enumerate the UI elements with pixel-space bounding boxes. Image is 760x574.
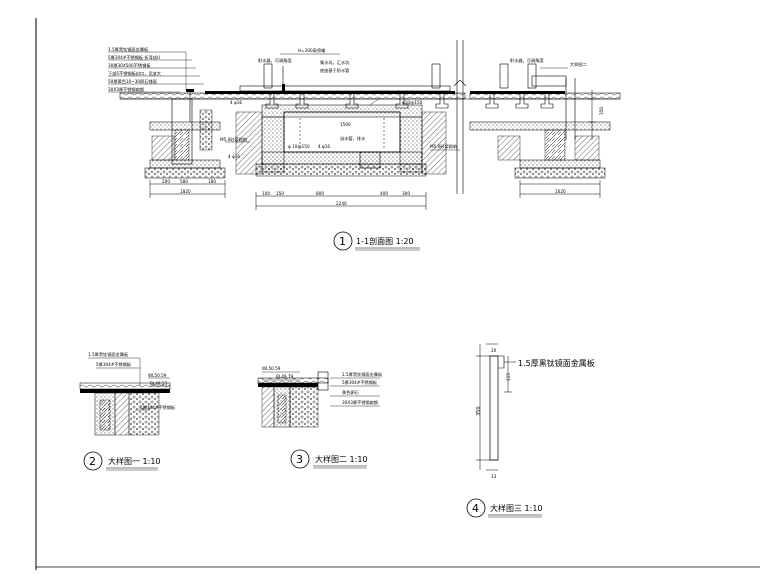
detail2-caption-circle — [83, 451, 103, 471]
main-label-right-callout: 大样图二 — [570, 61, 587, 68]
main-caption-circle — [333, 231, 353, 251]
detail4-label: 1.5厚黑钛镜面金属板 — [518, 358, 595, 368]
dim-1620: 1620 — [555, 189, 566, 194]
main-label-layer3: 30厚30X500不锈钢板 — [108, 62, 151, 69]
main-label-layer6: 30X3厚不锈钢扁钢 — [108, 86, 144, 93]
detail2-caption-number: 2 — [89, 455, 96, 468]
main-label-lamp-right: 射水器，可调角度 — [510, 57, 544, 64]
main-label-span: 1500 — [340, 122, 351, 127]
dim-800: 800 — [316, 191, 324, 196]
detail4-dim-bottom: 13 — [491, 474, 497, 479]
detail3-caption-text: 大样图二 1:10 — [315, 454, 368, 464]
dim-180: 180 — [208, 179, 216, 184]
detail2-label-e: 5厚304#不锈钢板 — [140, 404, 176, 411]
dim-1820: 1820 — [180, 189, 191, 194]
main-label-elev-left: WL50.59 — [372, 90, 391, 95]
dim-580: 580 — [180, 179, 188, 184]
detail3-caption-circle — [290, 449, 310, 469]
main-label-layer4: 下部5不锈钢板封口，见放大 — [108, 70, 161, 77]
main-section-drawing: 1.5厚黑钛镜面金属板 5厚304#不锈钢板 折弯成U 30厚30X500不锈钢… — [108, 40, 621, 251]
dim-2240: 2240 — [336, 201, 347, 206]
dim-400: 400 — [380, 191, 388, 196]
main-label-h: H=300高喷嘴 — [298, 47, 326, 54]
dim-100: 100 — [262, 191, 270, 196]
detail2-label-c: WL50.59 — [148, 373, 167, 378]
main-caption-text: 1-1剖面图 1:20 — [356, 236, 414, 246]
detail3-label-a: WL50.59 — [262, 366, 281, 371]
detail4-caption-circle — [466, 498, 486, 518]
main-label-bar-bottom: 4 φ16 — [228, 154, 240, 159]
detail2-label-b: 5厚304#不锈钢板 — [96, 361, 132, 368]
dim-150: 150 — [276, 191, 284, 196]
main-label-rebar1: 4 φ16 — [230, 100, 242, 105]
main-label-layer1: 1.5厚黑钛镜面金属板 — [108, 46, 149, 53]
detail4-dim-top: 20 — [491, 348, 497, 353]
main-label-rebar4: φ10@150 — [402, 100, 423, 105]
main-label-pump2: 底座基于防水管 — [320, 67, 349, 74]
main-label-rebar3: 4 φ16 — [318, 144, 330, 149]
main-label-layer5: 50厚黄色10~30卵石铺面 — [108, 78, 157, 85]
detail4-caption-number: 4 — [472, 502, 479, 515]
detail4-caption-text: 大样图三 1:10 — [490, 503, 543, 513]
main-caption-number: 1 — [339, 235, 346, 248]
detail3-caption-number: 3 — [296, 453, 303, 466]
dim-350: 350 — [599, 107, 604, 115]
main-label-elev-right: BL49.53 — [398, 90, 416, 95]
main-label-overflow: 溢水管，排水 — [340, 135, 366, 142]
detail3-label-e: 30X3厚不锈钢扁钢 — [342, 399, 378, 406]
main-label-lamp: 射水器，可调角度 — [258, 57, 292, 64]
detail3-label-d: 5厚304#不锈钢板 — [342, 379, 378, 386]
detail2-caption-text: 大样图一 1:10 — [108, 456, 161, 466]
main-label-rebar2: φ 10@150 — [288, 144, 310, 149]
detail-3-drawing: WL50.59 BL49.79 1.5厚黑钛镜面金属板 5厚304#不锈钢板 3… — [257, 366, 383, 469]
detail2-label-d: BL49.53 — [150, 381, 168, 386]
detail4-dim-total: 350 — [476, 406, 482, 416]
detail-2-drawing: 1.5厚黑钛镜面金属板 5厚304#不锈钢板 WL50.59 BL49.53 5… — [79, 351, 176, 471]
detail4-dim-mid: 115 — [506, 373, 511, 381]
main-label-mortar-left: M5.0砂浆砌筑 — [220, 136, 248, 143]
main-label-mortar-right: M5.0砂浆砌筑 — [430, 143, 458, 150]
dim-300: 300 — [402, 191, 410, 196]
main-label-layer2: 5厚304#不锈钢板 折弯成U — [108, 54, 160, 61]
detail2-label-a: 1.5厚黑钛镜面金属板 — [88, 351, 129, 358]
main-label-pump: 集水坑，汇水坑 — [320, 59, 350, 66]
detail3-label-b: BL49.79 — [276, 374, 294, 379]
detail-4-drawing: 20 350 115 13 1.5厚黑钛镜面金属板 4 大样图三 1:10 — [466, 343, 595, 518]
detail3-label-c: 1.5厚黑钛镜面金属板 — [342, 371, 383, 378]
detail3-label-f: 黄色卵石 — [342, 389, 359, 396]
dim-200: 200 — [162, 179, 170, 184]
